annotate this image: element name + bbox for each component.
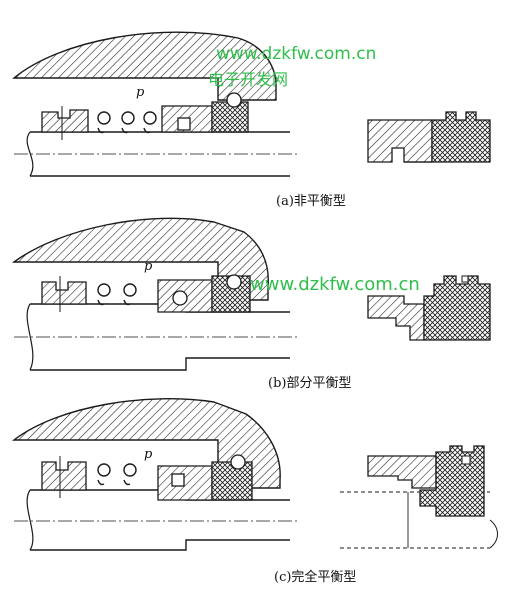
caption-fully-balanced: (c)完全平衡型 bbox=[274, 570, 357, 585]
gland-c bbox=[11, 398, 281, 489]
shaft-b bbox=[14, 303, 300, 371]
shaft-c bbox=[14, 489, 300, 551]
seal-fully-balanced-section bbox=[11, 398, 498, 551]
caption-unbalanced: (a)非平衡型 bbox=[276, 194, 346, 209]
springs-c bbox=[97, 463, 137, 486]
detail-b bbox=[367, 295, 425, 341]
detail-c bbox=[340, 445, 498, 549]
gland-b bbox=[11, 217, 269, 301]
gland-a bbox=[12, 31, 277, 101]
detail-a bbox=[367, 119, 433, 163]
rotating-ring-c bbox=[157, 465, 213, 501]
seal-partially-balanced-section bbox=[11, 217, 491, 371]
watermark-url-mid: www.dzkfw.com.cn bbox=[250, 274, 420, 295]
caption-partially-balanced: (b)部分平衡型 bbox=[268, 376, 352, 391]
watermark-url-top: www.dzkfw.com.cn bbox=[216, 44, 377, 64]
spring-seat-a bbox=[41, 109, 89, 133]
pressure-label-a: p bbox=[136, 85, 145, 100]
springs-a bbox=[97, 111, 157, 134]
stationary-ring-c bbox=[211, 461, 253, 501]
pressure-label-c: p bbox=[144, 447, 153, 462]
seal-unbalanced-section bbox=[12, 31, 491, 177]
spring-seat-c bbox=[41, 461, 87, 491]
shaft-a bbox=[14, 131, 300, 177]
spring-seat-b bbox=[41, 281, 87, 305]
springs-b bbox=[97, 283, 137, 306]
watermark-cn: 电子开发网 bbox=[208, 70, 289, 89]
pressure-label-b: p bbox=[144, 259, 153, 274]
